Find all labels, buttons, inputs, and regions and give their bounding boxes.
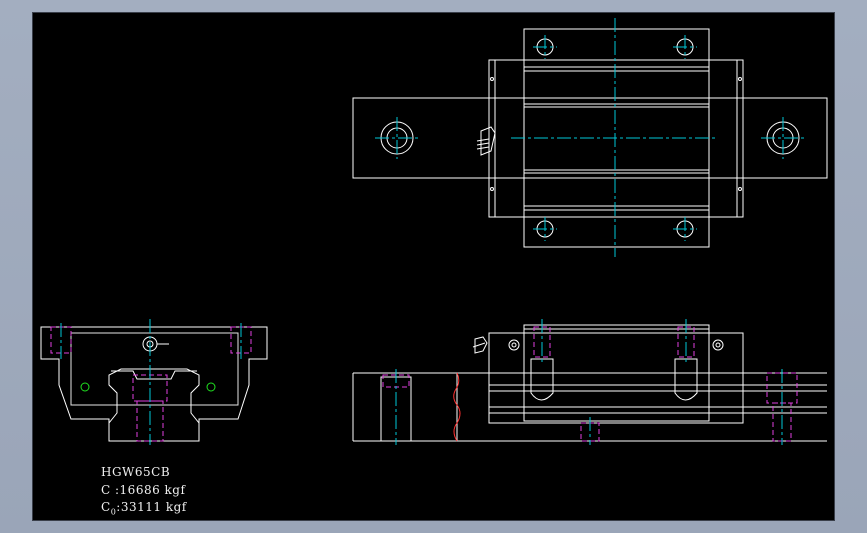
end-seal-profile (70, 332, 239, 406)
block-profile (40, 326, 268, 442)
rail-outline (352, 97, 828, 179)
cad-viewport[interactable]: HGW65CB C :16686 kgf C0:33111 kgf (32, 12, 835, 521)
static-load-label: C0:33111 kgf (101, 500, 187, 517)
end-view-hidden (50, 326, 252, 442)
seal-left (530, 358, 554, 401)
grease-nipple-icon (472, 336, 488, 354)
drawing-canvas (40, 18, 828, 445)
top-view-centerlines (375, 18, 805, 257)
grease-nipple-icon (476, 126, 496, 156)
static-load-symbol: C (101, 500, 111, 514)
rail-profile (108, 368, 200, 441)
static-load-value: 33111 kgf (120, 500, 187, 514)
dynamic-load-label: C :16686 kgf (101, 483, 186, 497)
dynamic-load-symbol: C (101, 483, 111, 497)
static-load-subscript: 0 (110, 507, 117, 517)
block-side-outline (488, 332, 744, 424)
hole-marker-icon (206, 382, 216, 392)
end-plate-outline (488, 59, 744, 218)
model-text: HGW65CB (101, 465, 171, 479)
end-view (40, 326, 268, 442)
end-view-holes (80, 382, 216, 392)
dynamic-load-value: 16686 kgf (119, 483, 186, 497)
model-label: HGW65CB (101, 465, 170, 479)
hole-marker-icon (80, 382, 90, 392)
section-break-line (453, 372, 461, 442)
seal-right (674, 358, 698, 401)
